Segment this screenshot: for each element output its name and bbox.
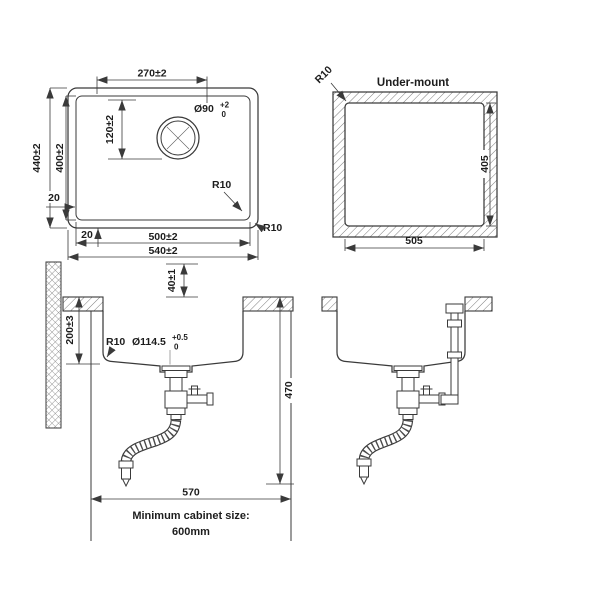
tolerance-upper: +2	[220, 101, 230, 110]
dim-500: 500±2	[75, 222, 251, 247]
dim-label: 505	[405, 235, 423, 247]
tolerance-lower: 0	[222, 110, 227, 119]
dim-label: 440±2	[31, 143, 43, 172]
dim-label: 500±2	[148, 231, 177, 243]
hose-end-body	[359, 465, 369, 478]
dim-120: 120±2	[104, 99, 162, 160]
dim-label: 405	[479, 155, 491, 173]
dia-label: Ø114.5	[132, 336, 166, 348]
label-backing	[45, 191, 64, 203]
overflow-head	[445, 303, 464, 314]
front-section-view: 40±1 200±3 R10 Ø114.5 +0.5 0 470 570	[45, 261, 295, 541]
dim-440: 440±2	[31, 87, 67, 229]
hose-end-nut	[356, 458, 372, 467]
view-title: Under-mount	[377, 77, 449, 89]
cutout-view: Under-mount R10 405 505	[313, 64, 498, 252]
dim-label: 200±3	[64, 315, 76, 344]
sink-bowl	[336, 311, 466, 373]
tolerance-upper: +0.5	[172, 333, 188, 342]
dim-wall-left: 20	[45, 191, 75, 211]
countertop-outer-edge	[332, 91, 498, 238]
leader-line	[330, 82, 347, 102]
radius-label: R10	[212, 179, 231, 191]
dim-label: 470	[283, 381, 295, 399]
drain-hole-outer	[156, 116, 200, 160]
leader-line	[106, 346, 116, 358]
dim-505: 505	[344, 235, 485, 252]
countertop-right	[464, 296, 493, 312]
drain-diameter-label: Ø90 +2 0	[194, 101, 230, 120]
drain-assembly	[161, 365, 214, 420]
dim-label: 20	[48, 192, 60, 204]
pipe-nut	[447, 319, 462, 328]
radius-label: R10	[313, 64, 335, 86]
dim-570: 570	[91, 487, 291, 503]
dim-200: 200±3	[64, 297, 100, 365]
flexible-hose	[118, 419, 182, 488]
dim-label: 400±2	[54, 143, 66, 172]
sink-outer-edge	[67, 87, 259, 229]
dim-400: 400±2	[54, 95, 76, 221]
overflow-pipe	[440, 303, 464, 405]
cutout-opening	[344, 102, 485, 227]
countertop-left	[62, 296, 104, 312]
dim-405: 405	[477, 102, 496, 227]
dia-label: Ø90	[194, 103, 214, 115]
hose-end-tip	[359, 476, 369, 486]
drain-hole-inner	[160, 120, 196, 156]
flexible-hose	[356, 419, 414, 486]
hose-end-body	[121, 467, 131, 480]
drain-mark	[166, 126, 190, 150]
pipe-elbow	[440, 394, 459, 405]
drain-assembly	[393, 365, 446, 420]
hose-corrugation	[359, 419, 413, 460]
dim-label: 540±2	[148, 245, 177, 257]
sink-top-view: 270±2 120±2 Ø90 +2 0 440±2 400±2	[31, 68, 282, 261]
dim-label: 570	[182, 487, 200, 499]
radius-label-inner: R10	[212, 179, 243, 212]
label-backing	[477, 150, 489, 178]
countertop-left	[321, 296, 338, 312]
dim-540: 540±2	[67, 230, 259, 261]
radius-label-cutout: R10	[313, 64, 347, 102]
leader-line	[254, 223, 266, 233]
tolerance-lower: 0	[174, 343, 179, 352]
sink-inner-edge	[75, 95, 251, 221]
radius-label: R10	[106, 336, 125, 348]
dim-label: 120±2	[104, 115, 116, 144]
cabinet-note-line1: Minimum cabinet size:	[132, 510, 249, 522]
leader-line	[223, 191, 243, 212]
radius-label-bowl: R10	[106, 336, 125, 358]
countertop-section-hatch	[333, 92, 497, 237]
wall-section	[45, 261, 62, 429]
cabinet-note: Minimum cabinet size: 600mm	[132, 510, 249, 538]
dim-label: 270±2	[137, 68, 166, 80]
dim-wall-bottom: 20	[81, 228, 102, 247]
label-backing	[281, 378, 293, 403]
hose-corrugation	[121, 419, 181, 462]
dim-40: 40±1	[166, 263, 198, 298]
dim-470: 470	[266, 297, 295, 485]
radius-label-outer: R10	[254, 222, 282, 234]
dim-label: 40±1	[166, 269, 178, 292]
countertop-right	[242, 296, 294, 312]
side-section-view	[321, 296, 493, 486]
pipe-nut	[447, 351, 462, 359]
hose-end-tip	[121, 478, 131, 488]
hose-end-nut	[118, 460, 134, 469]
dim-label: 20	[81, 229, 93, 241]
radius-label: R10	[263, 222, 282, 234]
flange-diameter-label: Ø114.5 +0.5 0	[132, 333, 188, 365]
dim-270: 270±2	[96, 68, 208, 103]
cabinet-note-line2: 600mm	[172, 526, 210, 538]
